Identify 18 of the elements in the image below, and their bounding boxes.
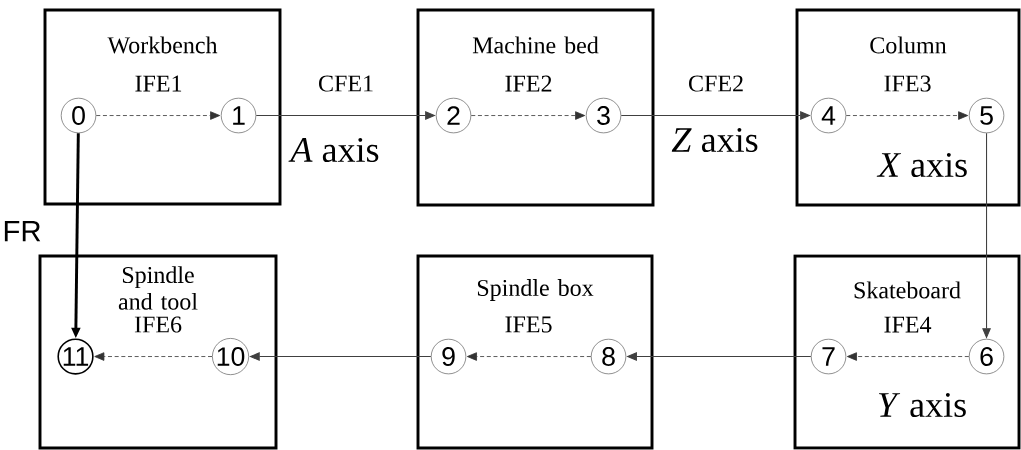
edge-label: CFE2: [686, 74, 746, 93]
edge-label: IFE1: [133, 74, 184, 93]
arrow: [470, 111, 586, 120]
edge-label: IFE5: [503, 315, 554, 334]
arrow: [249, 352, 432, 361]
edge-label: CFE1: [316, 74, 376, 93]
edge-label: IFE4: [882, 315, 933, 334]
axis-label: Z axis: [671, 127, 758, 153]
arrow: [466, 352, 592, 361]
arrow: [94, 352, 213, 361]
arrow: [95, 111, 221, 120]
edge-label: IFE6: [132, 315, 184, 334]
edge-label: IFE2: [503, 74, 554, 93]
edge-label: IFE3: [882, 74, 933, 93]
arrow: [846, 352, 970, 361]
arrow: [845, 111, 969, 120]
edge-label: FR: [1, 219, 43, 243]
axis-label: A axis: [288, 137, 379, 163]
